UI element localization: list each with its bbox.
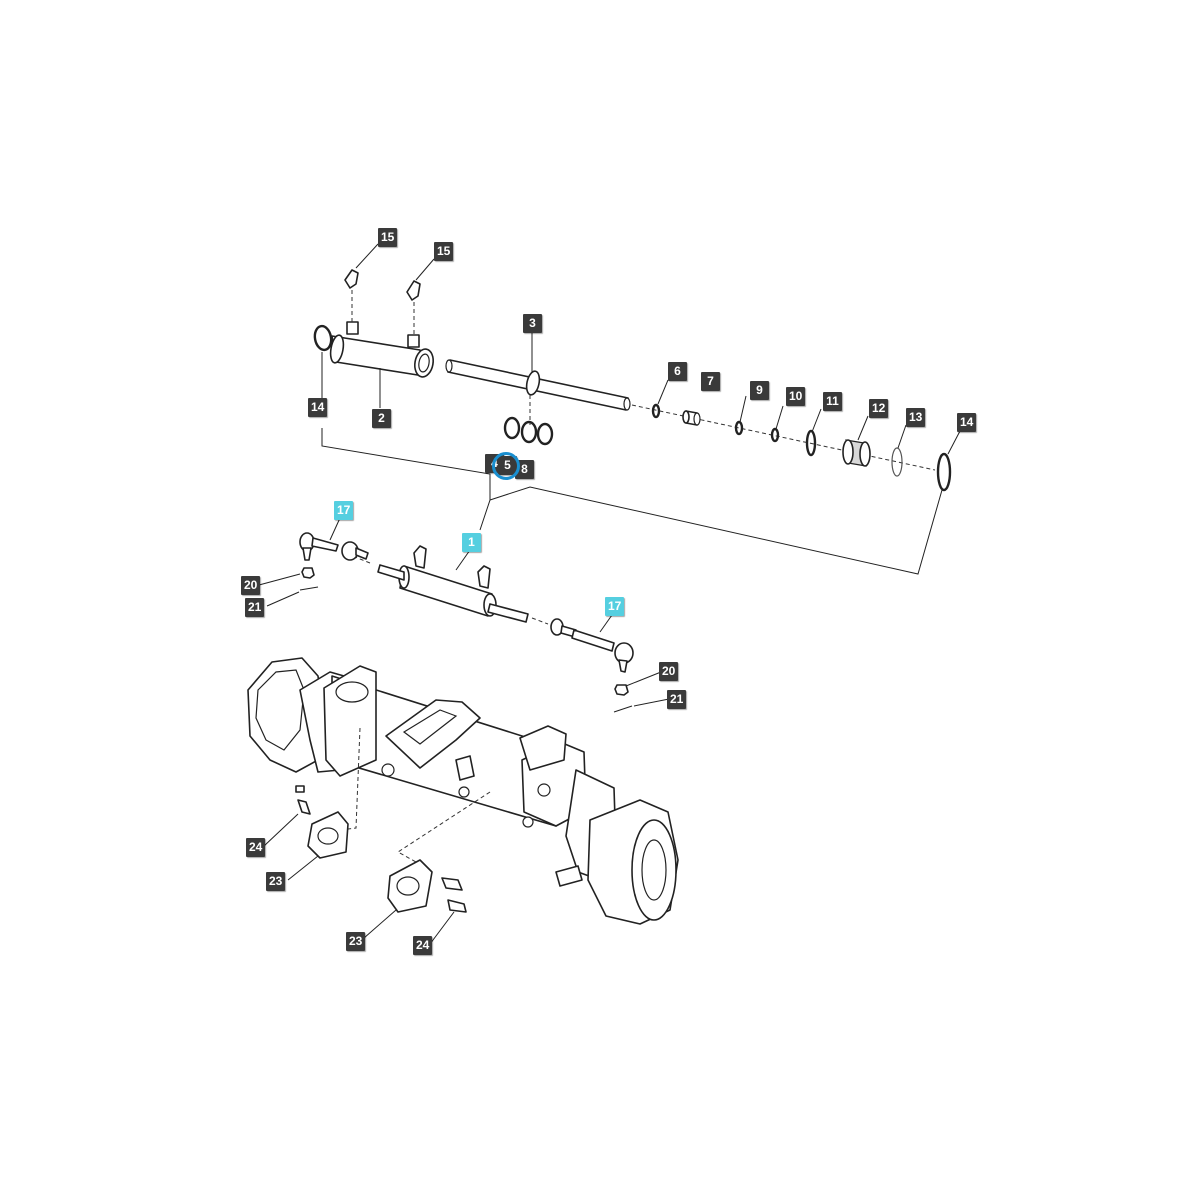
callout-12[interactable]: 12 [869, 399, 889, 418]
fitting-elbow-left [344, 269, 359, 289]
callout-6[interactable]: 6 [668, 362, 687, 381]
piston-rod-part [445, 359, 631, 411]
selected-callout-ring [492, 452, 520, 480]
bolts-24-right [441, 877, 467, 913]
front-axle-housing [247, 657, 679, 925]
callout-3[interactable]: 3 [523, 314, 542, 333]
bushing-7 [682, 410, 701, 426]
callout-14-left[interactable]: 14 [308, 398, 328, 417]
nut-20-left [301, 567, 315, 579]
callout-10[interactable]: 10 [786, 387, 806, 406]
gland-nut-12 [842, 439, 871, 467]
callout-23-right[interactable]: 23 [346, 932, 366, 951]
o-ring-11 [805, 429, 817, 457]
callout-15-right[interactable]: 15 [434, 242, 454, 261]
cylinder-barrel-part [329, 321, 434, 378]
fitting-elbow-right [406, 280, 421, 301]
callout-20-left[interactable]: 20 [241, 576, 261, 595]
bolt-24-left [295, 785, 311, 815]
callout-2[interactable]: 2 [372, 409, 391, 428]
nut-20-right [614, 684, 629, 696]
callout-20-right[interactable]: 20 [659, 662, 679, 681]
callout-23-left[interactable]: 23 [266, 872, 286, 891]
seal-ring-8 [536, 422, 554, 446]
o-ring-6 [651, 403, 661, 419]
callout-1[interactable]: 1 [462, 533, 481, 552]
callout-21-right[interactable]: 21 [667, 690, 687, 709]
ring-13 [891, 447, 903, 477]
plate-23-right [387, 859, 433, 913]
callout-14-right[interactable]: 14 [957, 413, 977, 432]
o-ring-9 [734, 420, 744, 436]
tie-rod-end-right [550, 618, 634, 673]
callout-17-left[interactable]: 17 [334, 501, 354, 520]
callout-17-right[interactable]: 17 [605, 597, 625, 616]
callout-13[interactable]: 13 [906, 408, 926, 427]
callout-9[interactable]: 9 [750, 381, 769, 400]
end-ring-right [936, 452, 952, 492]
callout-11[interactable]: 11 [823, 392, 842, 411]
tie-rod-end-left [299, 532, 369, 561]
end-ring-left [313, 324, 333, 352]
callout-24-right[interactable]: 24 [413, 936, 433, 955]
seal-ring-5 [520, 420, 538, 444]
callout-24-left[interactable]: 24 [246, 838, 266, 857]
seal-ring-4 [503, 416, 521, 440]
assembled-steering-cylinder [344, 545, 549, 625]
plate-23-left [307, 811, 349, 859]
o-ring-10 [770, 427, 780, 443]
callout-21-left[interactable]: 21 [245, 598, 265, 617]
callout-7[interactable]: 7 [701, 372, 720, 391]
callout-15-left[interactable]: 15 [378, 228, 398, 247]
